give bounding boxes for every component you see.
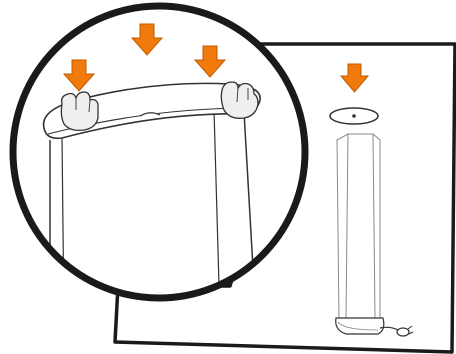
zoom-circle-frame xyxy=(9,2,309,302)
down-arrow-icon xyxy=(130,23,164,56)
speaker-body-edge-right xyxy=(372,133,376,319)
power-plug-icon xyxy=(379,325,414,337)
zoomed-cap-hole-icon xyxy=(139,112,161,117)
down-arrow-icon xyxy=(339,63,370,93)
zoom-detail-circle xyxy=(9,2,309,302)
cap-center-dot-icon xyxy=(352,114,356,118)
down-arrow-icon xyxy=(193,45,227,78)
speaker-top-cap xyxy=(329,107,379,125)
speaker-tower xyxy=(335,133,385,335)
speaker-body-edge xyxy=(345,133,349,319)
right-hand-icon xyxy=(220,81,259,119)
down-arrow-icon xyxy=(62,59,96,92)
left-hand-icon xyxy=(60,91,99,132)
base-curve xyxy=(337,321,379,331)
